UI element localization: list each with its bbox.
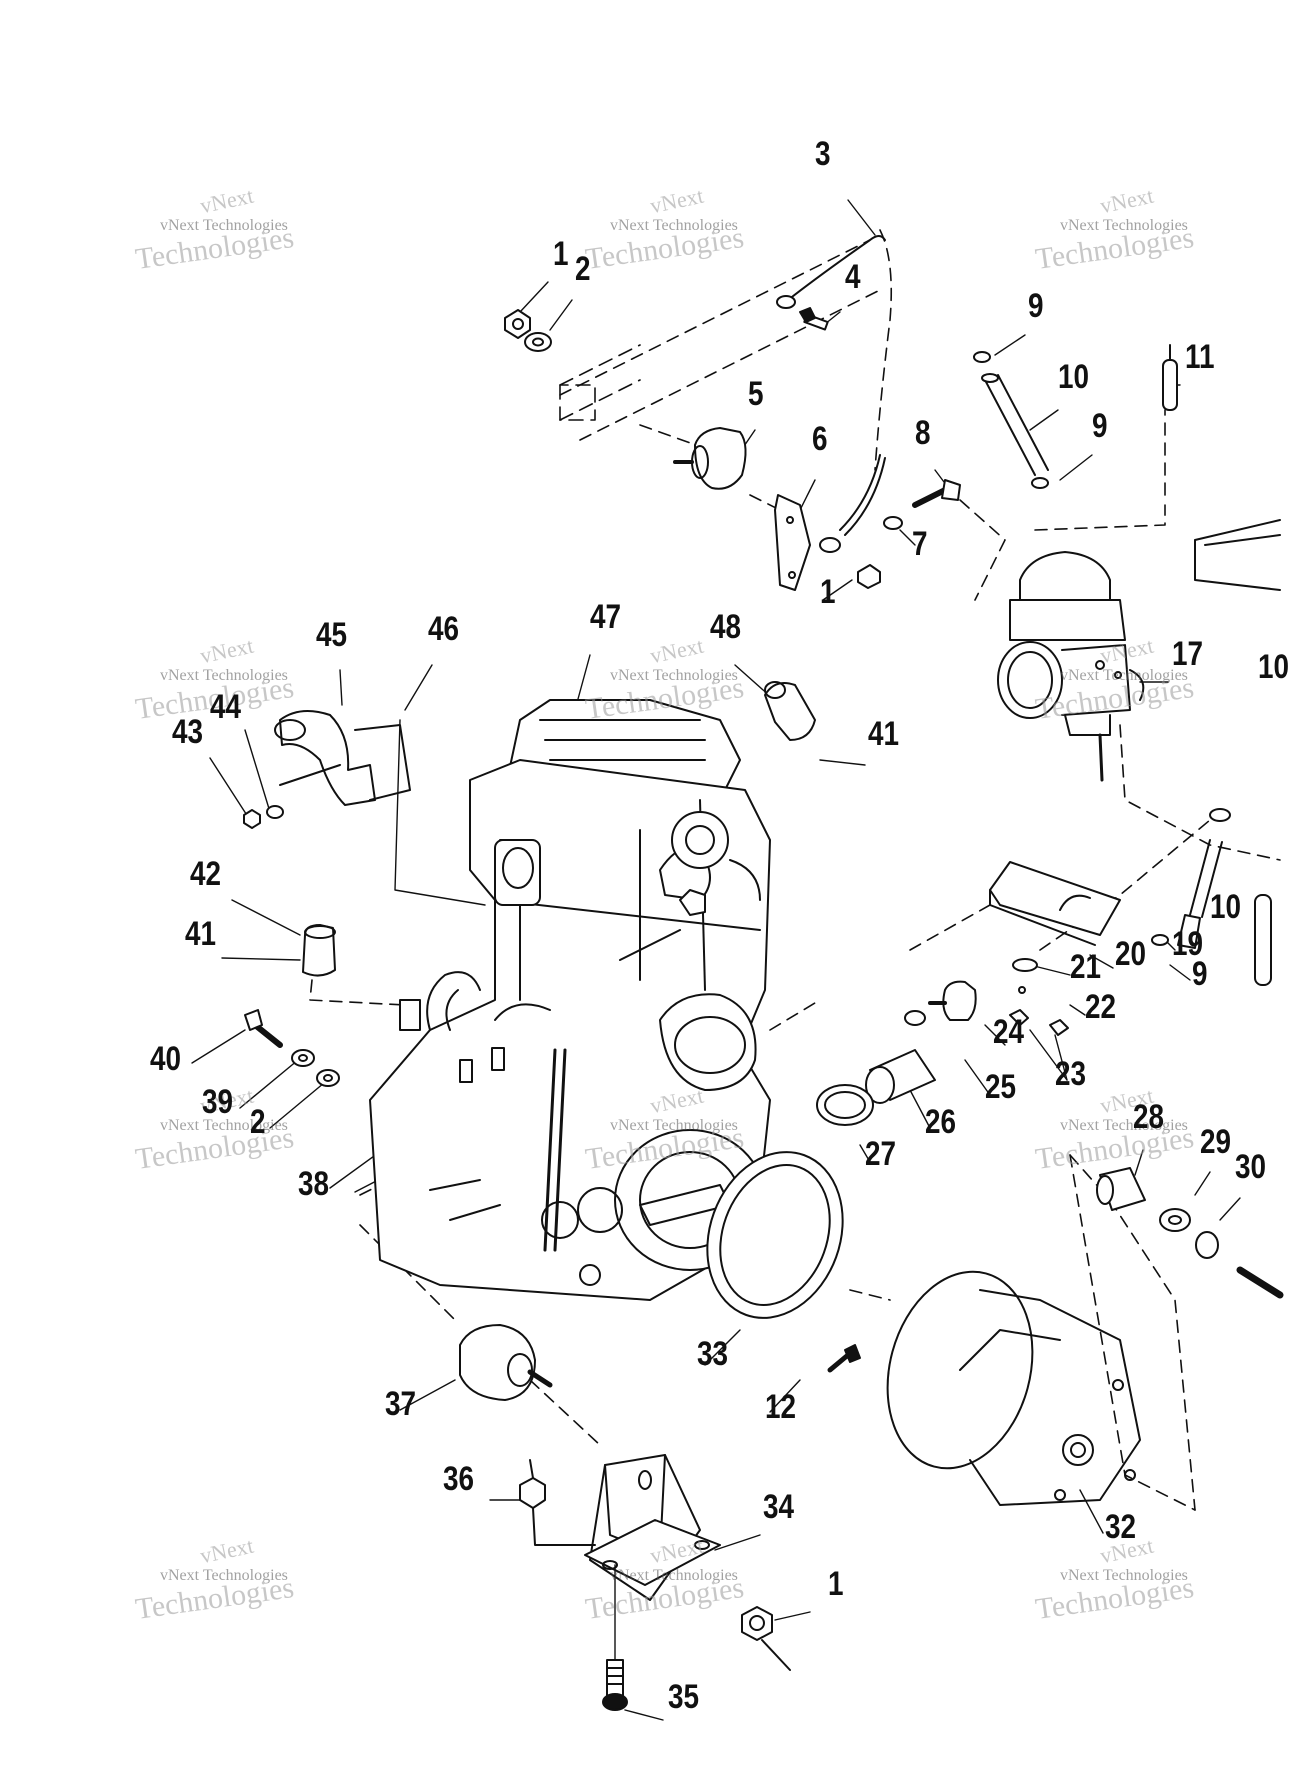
washer-bolt-nut (857, 479, 961, 589)
mount-bracket-34 (584, 1454, 721, 1601)
callout-1: 1 (553, 235, 569, 273)
callout-38: 38 (298, 1165, 330, 1203)
callout-41: 41 (185, 915, 217, 953)
callout-43: 43 (172, 713, 204, 751)
engine-block-47 (369, 699, 771, 1301)
in-line-filter-26 (816, 1049, 936, 1126)
callout-8: 8 (915, 414, 931, 452)
callout-1: 1 (820, 573, 836, 611)
callout-21: 21 (1070, 948, 1102, 986)
callout-41: 41 (868, 715, 900, 753)
callout-4: 4 (845, 258, 861, 296)
callout-9: 9 (1028, 287, 1044, 325)
right-bracket (1194, 519, 1281, 591)
callout-3: 3 (815, 135, 831, 173)
gasket-33 (706, 1151, 844, 1319)
callout-10: 10 (1058, 358, 1090, 396)
callout-44: 44 (210, 688, 242, 726)
callout-24: 24 (993, 1013, 1025, 1051)
thermostat-48 (764, 681, 816, 741)
callout-10: 10 (1258, 648, 1289, 686)
callout-48: 48 (710, 608, 742, 646)
assembly-dashed-lines (309, 229, 1281, 1511)
intake-boot-45 (274, 710, 411, 806)
callout-22: 22 (1085, 988, 1117, 1026)
regulator-bracket-20 (989, 861, 1121, 946)
callout-5: 5 (748, 375, 764, 413)
callout-37: 37 (385, 1385, 417, 1423)
ground-cable (776, 235, 886, 553)
callout-12: 12 (765, 1388, 797, 1426)
callout-33: 33 (697, 1335, 729, 1373)
nut-36 (519, 1459, 596, 1546)
callout-1: 1 (828, 1565, 844, 1603)
callout-25: 25 (985, 1068, 1017, 1106)
hardware-28-30 (1096, 1167, 1284, 1299)
callout-20: 20 (1115, 935, 1147, 973)
callout-36: 36 (443, 1460, 475, 1498)
frame-rail (559, 344, 641, 421)
callout-39: 39 (202, 1083, 234, 1121)
nut-washer-43-44 (243, 805, 284, 829)
bolt-4 (799, 307, 829, 331)
callout-47: 47 (590, 598, 622, 636)
intake-leader (394, 719, 486, 906)
callout-2: 2 (575, 250, 591, 288)
rubber-mount-24 (904, 980, 977, 1026)
callout-17: 17 (1172, 635, 1204, 673)
callout-19: 19 (1172, 925, 1204, 963)
callout-32: 32 (1105, 1508, 1137, 1546)
bolt-35 (602, 1564, 628, 1711)
bolt-washers-40 (244, 1009, 340, 1087)
callout-45: 45 (316, 616, 348, 654)
vent-tube-11 (1162, 344, 1178, 411)
callout-9: 9 (1092, 407, 1108, 445)
callout-11: 11 (1185, 338, 1215, 376)
callout-40: 40 (150, 1040, 182, 1078)
nut-bottom (741, 1606, 791, 1671)
carburetor-17 (997, 551, 1145, 782)
fuel-hose-right (1151, 808, 1272, 986)
coolant-hoses (399, 971, 551, 1083)
callout-46: 46 (428, 610, 460, 648)
callout-30: 30 (1235, 1148, 1267, 1186)
callout-42: 42 (190, 855, 222, 893)
callout-28: 28 (1133, 1098, 1165, 1136)
rubber-plug-41-42 (302, 924, 336, 977)
fuel-hose-top (973, 351, 1049, 489)
callout-7: 7 (912, 525, 928, 563)
callout-26: 26 (925, 1103, 957, 1141)
callout-34: 34 (763, 1488, 795, 1526)
callout-29: 29 (1200, 1123, 1232, 1161)
mount-bracket-6 (774, 494, 811, 591)
bolt-12 (827, 1344, 861, 1373)
callout-27: 27 (865, 1135, 897, 1173)
rubber-mount-5 (673, 427, 747, 490)
callout-23: 23 (1055, 1055, 1087, 1093)
callout-6: 6 (812, 420, 828, 458)
callout-10: 10 (1210, 888, 1242, 926)
clutch-housing-32 (886, 1270, 1141, 1506)
small-hardware-21-23 (1009, 958, 1069, 1036)
engine-mount-37 (459, 1324, 553, 1401)
callout-35: 35 (668, 1678, 700, 1716)
callout-2: 2 (250, 1103, 266, 1141)
nut-washer-top (504, 309, 552, 352)
callout-9: 9 (1192, 955, 1208, 993)
